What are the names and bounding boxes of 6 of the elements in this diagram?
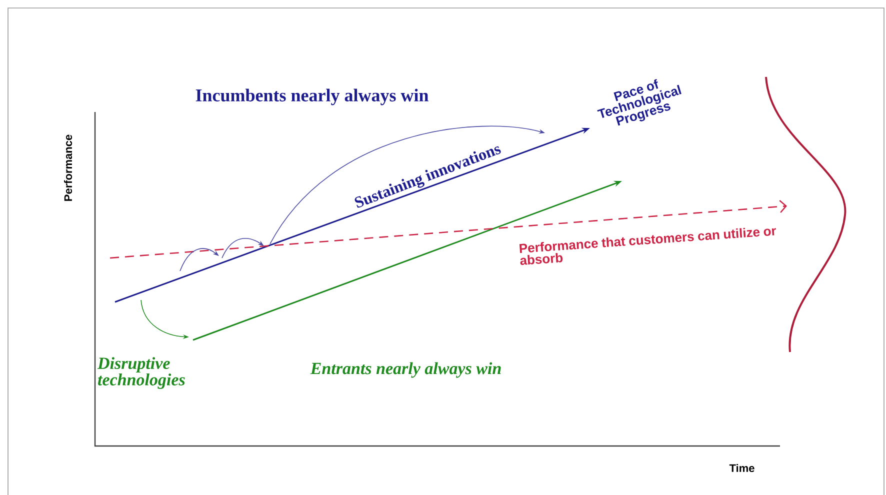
axis-label: Performance: [64, 134, 72, 201]
annotation-text: Disruptive technologies: [97, 357, 185, 389]
annotation-text: Entrants nearly always win: [310, 362, 501, 378]
heading-text: Incumbents nearly always win: [196, 88, 428, 106]
line-label: Performance that customers can utilize or absorb: [519, 228, 776, 265]
axis-label: Time: [729, 464, 754, 472]
